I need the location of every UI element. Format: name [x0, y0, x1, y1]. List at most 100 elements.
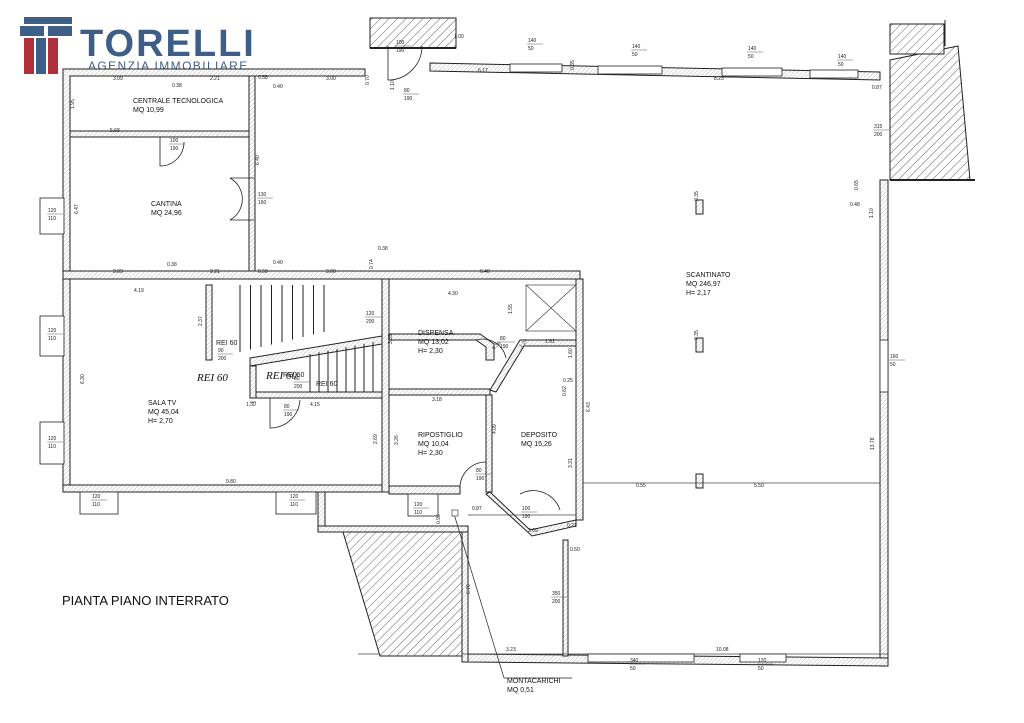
room-height: H= 2,17 [686, 290, 711, 297]
room-deposito: DEPOSITO MQ 15,26 [521, 432, 558, 448]
dimension-label: 1.10 [390, 80, 396, 90]
room-labels: CENTRALE TECNOLOGICA MQ 10,99 CANTINA MQ… [133, 98, 731, 694]
dimension-label: 0.65 [854, 180, 860, 190]
opening-height: 190 [500, 344, 509, 350]
room-name: SCANTINATO [686, 272, 731, 279]
dimension-label: 6.30 [80, 374, 86, 384]
room-area: MQ 13,02 [418, 339, 449, 346]
room-area: MQ 246,97 [686, 281, 721, 288]
opening-width: 140 [528, 38, 537, 44]
dimension-label: 3.18 [432, 397, 442, 403]
doors [159, 45, 561, 511]
opening-height: 200 [294, 384, 303, 390]
dimension-label: 3.35 [388, 334, 394, 344]
room-area: MQ 24,96 [151, 210, 182, 217]
brand-name: TORELLI [80, 23, 256, 65]
dimension-label: 4.09 [492, 424, 498, 434]
dimension-label: 6.76 [466, 584, 472, 594]
opening-width: 140 [838, 54, 847, 60]
opening-height: 190 [404, 96, 413, 102]
dimension-label: 0.55 [636, 483, 646, 489]
rei-label: REI 60 [216, 340, 238, 347]
dimension-label: 0.48 [850, 202, 860, 208]
dimension-label: 3.23 [506, 647, 516, 653]
dimension-label: 0.58 [258, 269, 268, 275]
opening-height: 190 [170, 146, 179, 152]
opening-width: 100 [396, 40, 405, 46]
dimension-label: 3.09 [113, 76, 123, 82]
dimension-label: 3.00 [326, 76, 336, 82]
room-area: MQ 45,04 [148, 409, 179, 416]
dimension-label: 5.50 [754, 483, 764, 489]
dimension-label: 2.37 [198, 316, 204, 326]
dimension-label: 2.69 [373, 434, 379, 444]
dimension-label: 0.38 [172, 83, 182, 89]
room-name: DISPENSA [418, 330, 454, 337]
dimension-label: 0.62 [562, 386, 568, 396]
opening-size-label: 1.00 [454, 34, 464, 40]
dimension-label: 0.21 [567, 523, 577, 529]
dimension-label: 3.09 [113, 269, 123, 275]
windows [39, 63, 889, 663]
opening-height: 50 [528, 46, 534, 52]
opening-height: 190 [396, 48, 405, 54]
room-area: MQ 10,04 [418, 441, 449, 448]
opening-height: 200 [218, 356, 227, 362]
room-sala-tv: SALA TV MQ 45,04 H= 2,70 [148, 400, 179, 425]
opening-height: 50 [630, 666, 636, 672]
upper-stair-treads [239, 285, 325, 352]
room-height: H= 2,30 [418, 450, 443, 457]
opening-width: 120 [48, 436, 57, 442]
room-area: MQ 0,51 [507, 687, 534, 694]
dimension-label: 6.40 [255, 155, 261, 165]
opening-height: 50 [890, 362, 896, 368]
room-montacarichi: MONTACARICHI MQ 0,51 [451, 509, 572, 694]
dimension-label: 0.87 [872, 85, 882, 91]
dimension-label: 0.40 [273, 260, 283, 266]
opening-height: 50 [838, 62, 844, 68]
dimension-label: 1.10 [869, 208, 875, 218]
dimension-label: 0.38 [167, 262, 177, 268]
opening-height: 50 [758, 666, 764, 672]
room-name: CANTINA [151, 201, 182, 208]
dimension-label: 2.69 [528, 528, 538, 534]
dimension-label: 6.40 [480, 269, 490, 275]
dimension-label: 0.74 [369, 259, 375, 269]
lower-stair-treads [309, 342, 374, 392]
dimension-label: 9.80 [226, 479, 236, 485]
dimension-label: 4.30 [448, 291, 458, 297]
dimension-label: 13.78 [870, 437, 876, 450]
rei-label: REI 60 [265, 370, 297, 382]
dimension-label: 6.47 [74, 204, 80, 214]
dimension-label: 1.55 [508, 304, 514, 314]
dimension-label: 0.35 [570, 60, 576, 70]
opening-height: 110 [414, 510, 422, 516]
opening-width: 80 [500, 336, 506, 342]
room-height: H= 2,70 [148, 418, 173, 425]
opening-width: 80 [294, 376, 300, 382]
dimension-label: 1.60 [568, 348, 574, 358]
room-name: MONTACARICHI [507, 678, 561, 685]
opening-width: 1.00 [454, 34, 464, 40]
dimension-label: 2.21 [210, 269, 220, 275]
rei-label: REI 60 [196, 372, 228, 384]
dimension-label: 1.30 [246, 402, 256, 408]
room-cantina: CANTINA MQ 24,96 [151, 201, 182, 217]
dimension-label: 2.21 [210, 76, 220, 82]
opening-width: 90 [218, 348, 224, 354]
dimension-label: 0.70 [365, 75, 371, 85]
walls [62, 62, 889, 667]
opening-width: 80 [476, 468, 482, 474]
